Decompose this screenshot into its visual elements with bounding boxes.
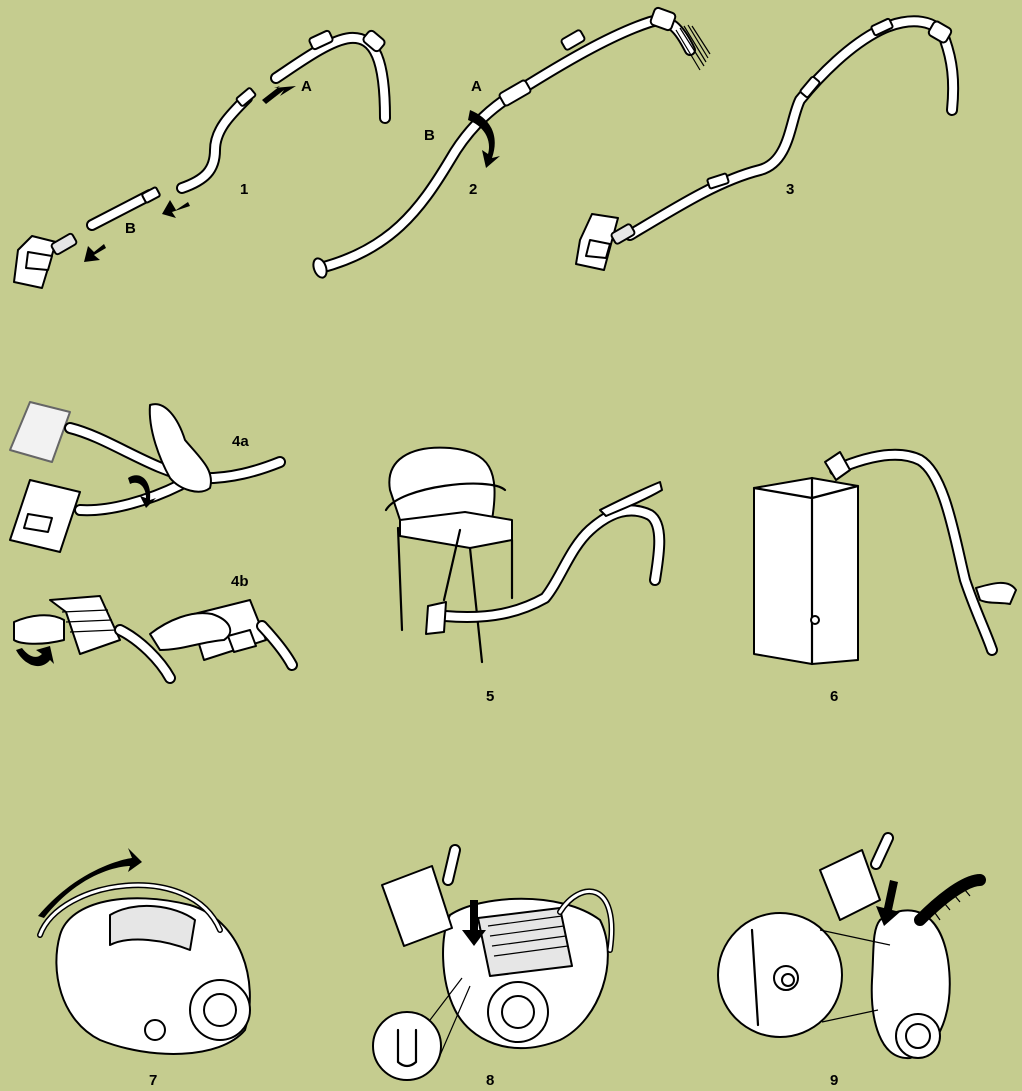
step-number-4a: 4a — [232, 434, 249, 449]
step-number-4b: 4b — [231, 574, 249, 589]
step-1-upper-tube — [182, 87, 256, 188]
step-number-5: 5 — [486, 689, 494, 704]
flip-arrow-icon — [16, 646, 54, 666]
step-7-illustration — [38, 848, 250, 1054]
callout-a: A — [471, 79, 482, 94]
detail-magnifier — [373, 1012, 441, 1080]
arrow-icon — [162, 200, 190, 218]
step-8-illustration — [373, 850, 612, 1080]
rotate-arrow-icon — [468, 110, 500, 168]
step-4b-illustration — [14, 596, 292, 678]
step-1-illustration — [14, 29, 386, 288]
step-1-hose — [276, 29, 386, 118]
step-number-1: 1 — [240, 182, 248, 197]
step-number-3: 3 — [786, 182, 794, 197]
hand — [976, 583, 1016, 604]
arrow-icon — [84, 244, 106, 262]
step-number-2: 2 — [469, 182, 477, 197]
step-number-9: 9 — [830, 1073, 838, 1088]
step-number-6: 6 — [830, 689, 838, 704]
step-9-illustration — [718, 838, 980, 1058]
step-1-floor-nozzle — [14, 233, 77, 288]
step-3-illustration — [576, 18, 953, 270]
callout-b: B — [125, 221, 136, 236]
step-number-8: 8 — [486, 1073, 494, 1088]
nozzle-ghost — [10, 402, 70, 462]
hand — [150, 404, 211, 491]
step-1-arrows — [84, 86, 296, 262]
hand — [14, 615, 64, 644]
arrow-icon — [262, 86, 296, 104]
cabinet — [754, 478, 858, 664]
callout-a: A — [301, 79, 312, 94]
callout-b: B — [424, 128, 435, 143]
step-4a-illustration — [10, 402, 280, 552]
chair — [386, 448, 512, 662]
step-number-7: 7 — [149, 1073, 157, 1088]
step-6-illustration — [754, 452, 1016, 664]
step-5-illustration — [386, 448, 662, 662]
